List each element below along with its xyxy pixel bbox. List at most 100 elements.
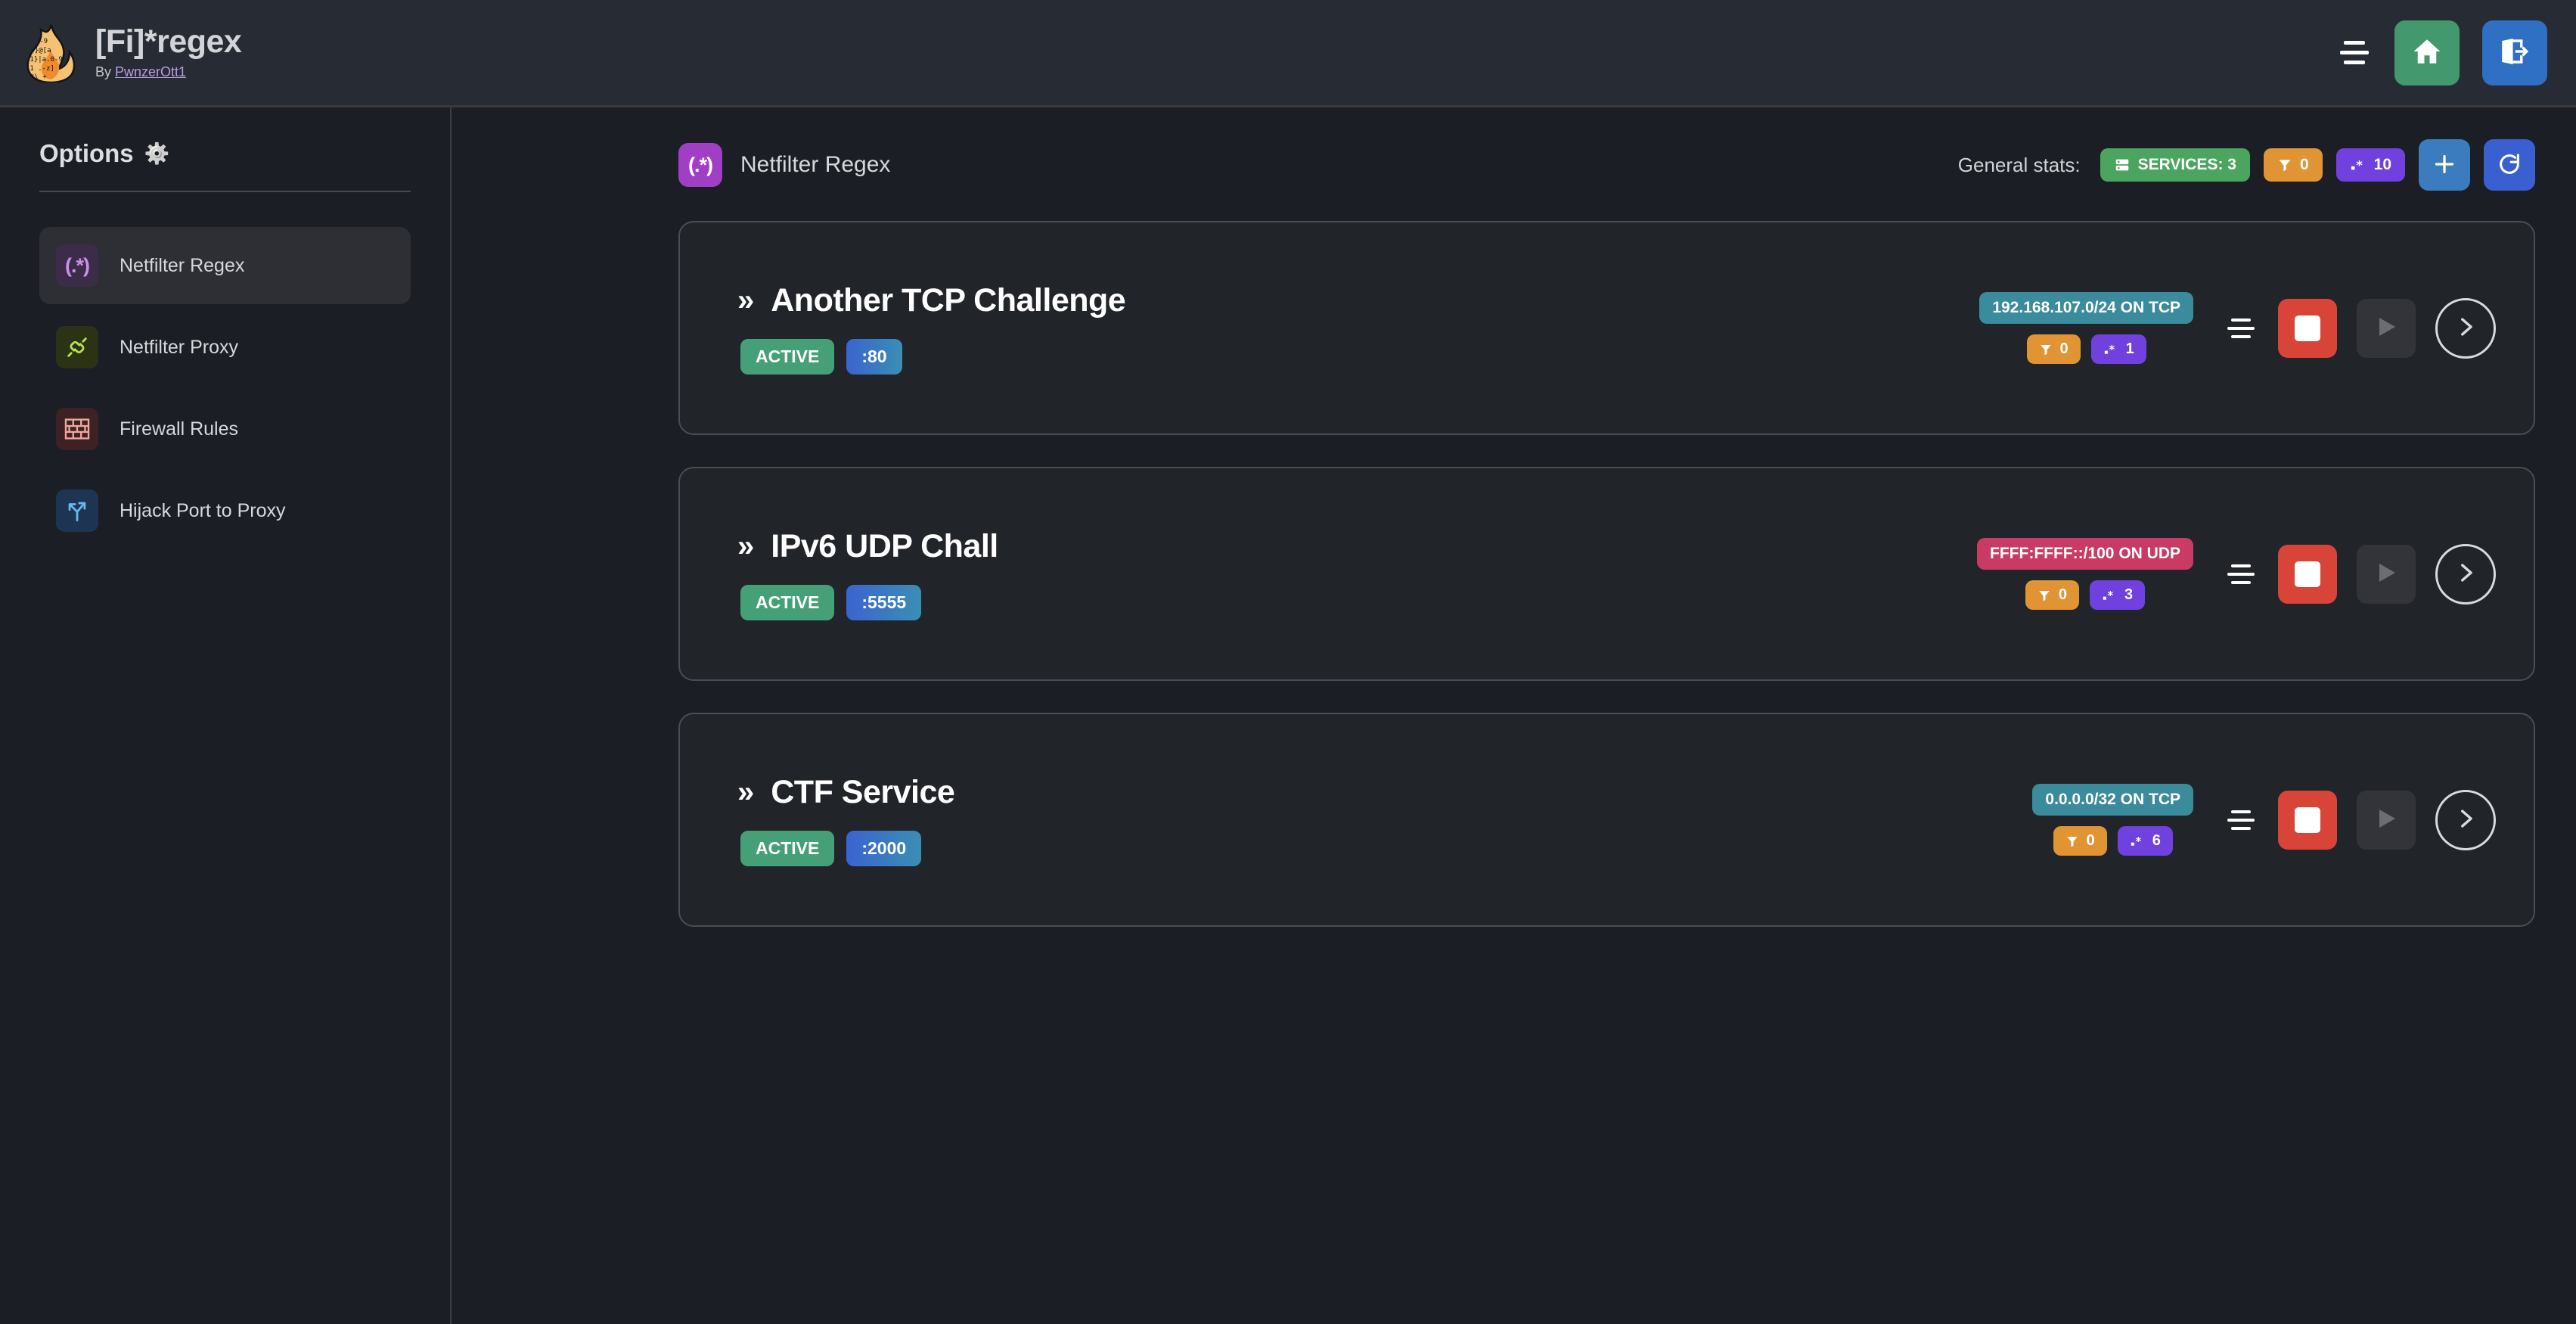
top-bar-actions [2337,20,2576,85]
start-button [2357,544,2416,604]
menu-lines-icon[interactable] [2224,806,2258,834]
refresh-icon [2497,151,2522,179]
app-title: [Fi]*regex [95,23,242,60]
regex-dotstar-icon: * [2130,834,2145,848]
port-badge: :5555 [846,584,922,620]
home-icon [2411,36,2443,70]
refresh-button[interactable] [2484,139,2535,191]
regexes-count-badge: * 3 [2090,580,2146,610]
service-list: » Another TCP Challenge ACTIVE :80 192.1… [453,191,2576,927]
network-badge: FFFF:FFFF::/100 ON UDP [1977,538,2193,570]
svg-text:*: * [2109,343,2115,356]
hamburger-icon[interactable] [2337,39,2372,67]
counts-row: 0 * 3 [2025,580,2146,610]
regexes-count-badge: * 6 [2117,826,2173,856]
regexes-count-label: 6 [2152,832,2161,849]
brick-wall-icon [56,408,98,450]
top-bar: -z0-9 ,0}@[a {1}|a.0-9] \1 .-z] *\ + [Fi… [0,0,2576,107]
service-actions [2224,543,2496,605]
status-badge: ACTIVE [740,584,835,620]
stop-button[interactable] [2278,298,2337,358]
regexes-count-label: 10 [2373,156,2391,173]
regexes-count-badge: * 1 [2090,334,2146,364]
sidebar-item-hijack-port-to-proxy[interactable]: Hijack Port to Proxy [39,472,411,549]
service-meta: 0.0.0.0/32 ON TCP 0 * 6 [2032,784,2496,856]
stop-icon [2295,315,2320,341]
service-title-row: » Another TCP Challenge [737,281,1126,319]
port-badge: :2000 [846,830,922,866]
gear-icon: ⚙️ [144,141,170,165]
logout-button[interactable] [2482,20,2547,85]
filters-count-label: 0 [2086,832,2095,849]
service-info: » Another TCP Challenge ACTIVE :80 [737,281,1126,375]
svg-text:\1 .-z]: \1 .-z] [26,65,54,73]
funnel-icon [2038,589,2051,602]
svg-text:{1}|a.0-9]: {1}|a.0-9] [26,56,67,64]
author-link[interactable]: PwnzerOtt1 [115,64,187,80]
flame-regex-logo-icon: -z0-9 ,0}@[a {1}|a.0-9] \1 .-z] *\ + [26,23,76,82]
open-details-button[interactable] [2435,543,2496,605]
sidebar-title-label: Options [39,139,134,167]
service-name: CTF Service [771,773,955,810]
service-info: » IPv6 UDP Chall ACTIVE :5555 [737,528,998,620]
regexes-count-label: 1 [2125,340,2134,357]
brand: -z0-9 ,0}@[a {1}|a.0-9] \1 .-z] *\ + [Fi… [0,23,242,82]
service-info: » CTF Service ACTIVE :2000 [737,773,955,866]
play-icon [2373,313,2400,343]
main-content: (.*) Netfilter Regex General stats: SERV… [453,107,2576,1324]
sidebar: Options ⚙️ (.*) Netfilter Regex Netfilte… [0,107,452,1324]
double-chevron-icon: » [737,530,755,563]
chevron-right-icon [2453,806,2478,834]
filters-count-label: 0 [2299,156,2309,173]
sidebar-item-netfilter-proxy[interactable]: Netfilter Proxy [39,309,411,386]
network-info: 192.168.107.0/24 ON TCP 0 * 1 [1979,292,2193,364]
home-button[interactable] [2394,20,2460,85]
counts-row: 0 * 6 [2053,826,2173,856]
plug-icon [56,326,98,368]
play-icon [2373,559,2400,589]
filters-count-badge: 0 [2263,148,2323,182]
filters-count-badge: 0 [2025,580,2079,610]
menu-lines-icon[interactable] [2224,560,2258,589]
stop-button[interactable] [2278,790,2337,850]
funnel-icon [2039,343,2053,356]
play-icon [2373,805,2400,834]
regex-icon: (.*) [678,143,722,187]
filters-count-badge: 0 [2026,334,2081,364]
regexes-count-badge: * 10 [2335,148,2405,182]
stop-icon [2295,561,2320,587]
service-meta: 192.168.107.0/24 ON TCP 0 * 1 [1979,292,2496,364]
service-card[interactable]: » Another TCP Challenge ACTIVE :80 192.1… [678,221,2535,435]
service-title-row: » CTF Service [737,773,955,811]
stop-button[interactable] [2278,544,2337,604]
sidebar-item-firewall-rules[interactable]: Firewall Rules [39,390,411,468]
menu-lines-icon[interactable] [2224,314,2258,343]
port-badge: :80 [846,338,902,375]
regexes-count-label: 3 [2124,586,2134,603]
svg-text:*: * [2135,834,2141,847]
fork-arrow-icon [56,490,98,532]
service-title-row: » IPv6 UDP Chall [737,528,998,565]
regex-dotstar-icon: * [2103,343,2118,356]
network-badge: 192.168.107.0/24 ON TCP [1979,292,2193,324]
services-count-badge: SERVICES: 3 [2100,148,2250,182]
service-card[interactable]: » CTF Service ACTIVE :2000 0.0.0.0/32 ON… [678,713,2535,927]
app-byline: By PwnzerOtt1 [95,64,241,80]
sidebar-title: Options ⚙️ [39,107,411,168]
svg-text:*\ +: *\ + [30,73,47,81]
open-details-button[interactable] [2435,297,2496,359]
sidebar-item-netfilter-regex[interactable]: (.*) Netfilter Regex [39,227,411,304]
by-prefix: By [95,64,116,80]
general-stats-label: General stats: [1957,153,2081,176]
logout-icon [2499,36,2531,70]
svg-text:*: * [2356,157,2363,172]
sidebar-item-label: Hijack Port to Proxy [119,499,286,521]
funnel-icon [2065,834,2079,848]
add-service-button[interactable] [2419,139,2470,191]
service-name: Another TCP Challenge [771,281,1126,319]
svg-text:,0}@[a: ,0}@[a [26,47,51,54]
double-chevron-icon: » [737,284,755,317]
open-details-button[interactable] [2435,789,2496,850]
service-card[interactable]: » IPv6 UDP Chall ACTIVE :5555 FFFF:FFFF:… [678,467,2535,681]
filters-count-label: 0 [2059,340,2069,357]
